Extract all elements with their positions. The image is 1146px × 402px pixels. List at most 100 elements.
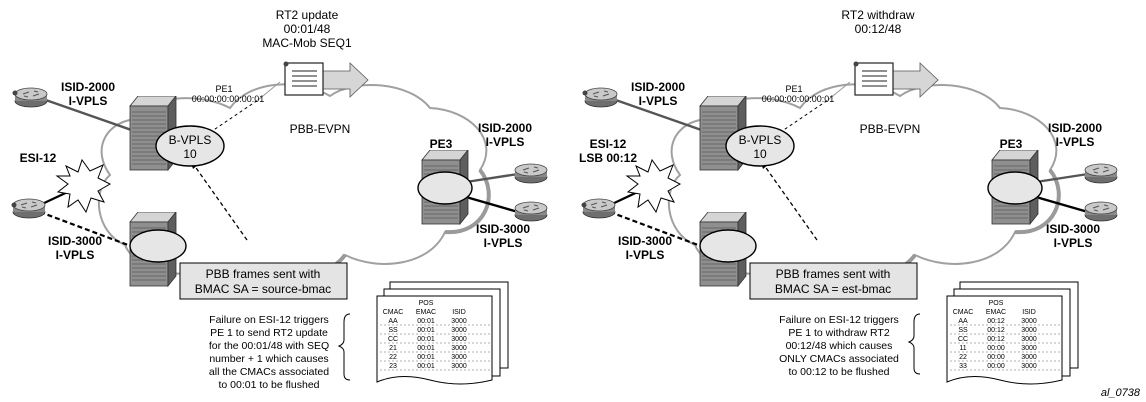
pe1-label: PE1 <box>785 84 802 94</box>
svg-text:3000: 3000 <box>1021 336 1037 343</box>
svg-text:00:12/48 which causes: 00:12/48 which causes <box>786 340 893 352</box>
ce-router-icon <box>582 198 616 219</box>
isid-2000-label: ISID-2000 <box>631 80 685 94</box>
rt2-withdraw-doc-icon <box>854 62 894 96</box>
update-mac: 00:01/48 <box>284 22 331 36</box>
isid-2000-label: ISID-2000 <box>61 80 115 94</box>
svg-text:EMAC: EMAC <box>416 309 436 316</box>
ivpls-instance <box>129 229 187 263</box>
ivpls-left2-label: I-VPLS <box>626 248 665 262</box>
failure-note: Failure on ESI-12 triggers PE 1 to withd… <box>779 314 899 378</box>
svg-text:CMAC: CMAC <box>953 309 974 316</box>
ce-router-icon <box>584 87 618 108</box>
pbb-frames-box <box>179 262 348 300</box>
rt2-update-doc-icon <box>284 62 324 96</box>
svg-text:CMAC: CMAC <box>383 309 404 316</box>
ivpls-label: I-VPLS <box>69 94 108 108</box>
bvpls-label: B-VPLS <box>169 133 212 147</box>
ivpls-instance <box>699 229 757 263</box>
svg-text:CC: CC <box>388 336 398 343</box>
pbb-frames-box <box>749 262 918 300</box>
svg-text:21: 21 <box>389 345 397 352</box>
svg-text:3000: 3000 <box>1021 345 1037 352</box>
left-panel: RT2 update 00:01/48 MAC-Mob SEQ1 PE1 00:… <box>11 8 548 391</box>
withdraw-mac: 00:12/48 <box>855 22 902 36</box>
svg-text:00:12: 00:12 <box>987 327 1005 334</box>
svg-text:3000: 3000 <box>1021 363 1037 370</box>
svg-text:33: 33 <box>959 363 967 370</box>
ce-router-icon <box>12 198 46 219</box>
svg-text:23: 23 <box>389 363 397 370</box>
esi-lsb-label: LSB 00:12 <box>579 151 637 165</box>
svg-text:number + 1 which causes: number + 1 which causes <box>209 353 328 365</box>
ivpls-label: I-VPLS <box>639 94 678 108</box>
update-title: RT2 update <box>276 8 339 22</box>
svg-text:3000: 3000 <box>451 336 467 343</box>
ivpls-instance <box>987 171 1043 205</box>
pe1-label: PE1 <box>215 84 232 94</box>
ivpls-left2-label: I-VPLS <box>56 248 95 262</box>
svg-text:3000: 3000 <box>451 363 467 370</box>
svg-text:11: 11 <box>959 345 966 352</box>
esi-label: ESI-12 <box>20 151 57 165</box>
svg-text:3000: 3000 <box>1021 327 1037 334</box>
box-line2: BMAC SA = source-bmac <box>195 282 331 296</box>
isid-2000-right-label: ISID-2000 <box>478 121 532 135</box>
svg-text:3000: 3000 <box>451 327 467 334</box>
ivpls-right2-label: I-VPLS <box>484 236 523 250</box>
svg-text:00:00: 00:00 <box>987 363 1005 370</box>
bvpls-number: 10 <box>183 147 197 161</box>
cmac-table: POS CMAC EMAC ISID AA 00:12 3000 SS 00:1… <box>946 281 1079 385</box>
bmac-flow-arrow <box>763 164 818 241</box>
box-line1: PBB frames sent with <box>206 267 321 281</box>
svg-text:SS: SS <box>388 327 398 334</box>
isid-3000-left-label: ISID-3000 <box>618 234 672 248</box>
ivpls-right2-label: I-VPLS <box>1054 236 1093 250</box>
ivpls-right-label: I-VPLS <box>1056 135 1095 149</box>
withdraw-arrow <box>891 62 939 98</box>
pe1-address: 00:00:00:00:00:01 <box>762 94 835 104</box>
svg-text:PE 1 to withdraw RT2: PE 1 to withdraw RT2 <box>788 327 890 339</box>
svg-text:22: 22 <box>959 354 967 361</box>
svg-text:for the 00:01/48 with SEQ: for the 00:01/48 with SEQ <box>209 340 329 352</box>
ce-router-icon <box>1084 163 1118 184</box>
cmac-table: POS CMAC EMAC ISID AA 00:01 3000 SS 00:0… <box>376 281 509 385</box>
svg-text:POS: POS <box>419 300 434 307</box>
svg-text:3000: 3000 <box>1021 354 1037 361</box>
ce-router-icon <box>14 87 48 108</box>
ivpls-instance <box>417 171 473 205</box>
svg-text:ONLY CMACs associated: ONLY CMACs associated <box>779 353 899 365</box>
isid-3000-right-label: ISID-3000 <box>476 222 530 236</box>
svg-text:POS: POS <box>989 300 1004 307</box>
svg-text:AA: AA <box>958 318 968 325</box>
svg-text:3000: 3000 <box>451 318 467 325</box>
pe3-label: PE3 <box>430 137 453 151</box>
svg-text:00:01: 00:01 <box>417 318 435 325</box>
svg-text:00:12: 00:12 <box>987 318 1005 325</box>
pbb-evpn-label: PBB-EVPN <box>860 122 921 136</box>
esi-failure-burst <box>55 158 112 214</box>
pe3-label: PE3 <box>1000 137 1023 151</box>
isid-3000-left-label: ISID-3000 <box>48 234 102 248</box>
bvpls-label: B-VPLS <box>739 133 782 147</box>
ce-router-icon <box>514 163 548 184</box>
bvpls-instance <box>725 125 795 167</box>
svg-text:ISID: ISID <box>452 309 466 316</box>
svg-text:00:00: 00:00 <box>987 345 1005 352</box>
isid-3000-right-label: ISID-3000 <box>1046 222 1100 236</box>
failure-note: Failure on ESI-12 triggers PE 1 to send … <box>209 314 329 391</box>
svg-text:to 00:12 to be flushed: to 00:12 to be flushed <box>789 366 890 378</box>
withdraw-title: RT2 withdraw <box>841 8 914 22</box>
update-seq: MAC-Mob SEQ1 <box>262 36 352 50</box>
esi-failure-burst <box>625 158 682 214</box>
svg-text:3000: 3000 <box>1021 318 1037 325</box>
svg-text:CC: CC <box>958 336 968 343</box>
svg-text:SS: SS <box>958 327 968 334</box>
svg-text:Failure on ESI-12 triggers: Failure on ESI-12 triggers <box>779 314 899 326</box>
pe1-address: 00:00:00:00:00:01 <box>192 94 265 104</box>
svg-text:00:00: 00:00 <box>987 354 1005 361</box>
svg-text:all the CMACs associated: all the CMACs associated <box>209 366 329 378</box>
svg-text:AA: AA <box>388 318 398 325</box>
svg-text:00:01: 00:01 <box>417 354 435 361</box>
